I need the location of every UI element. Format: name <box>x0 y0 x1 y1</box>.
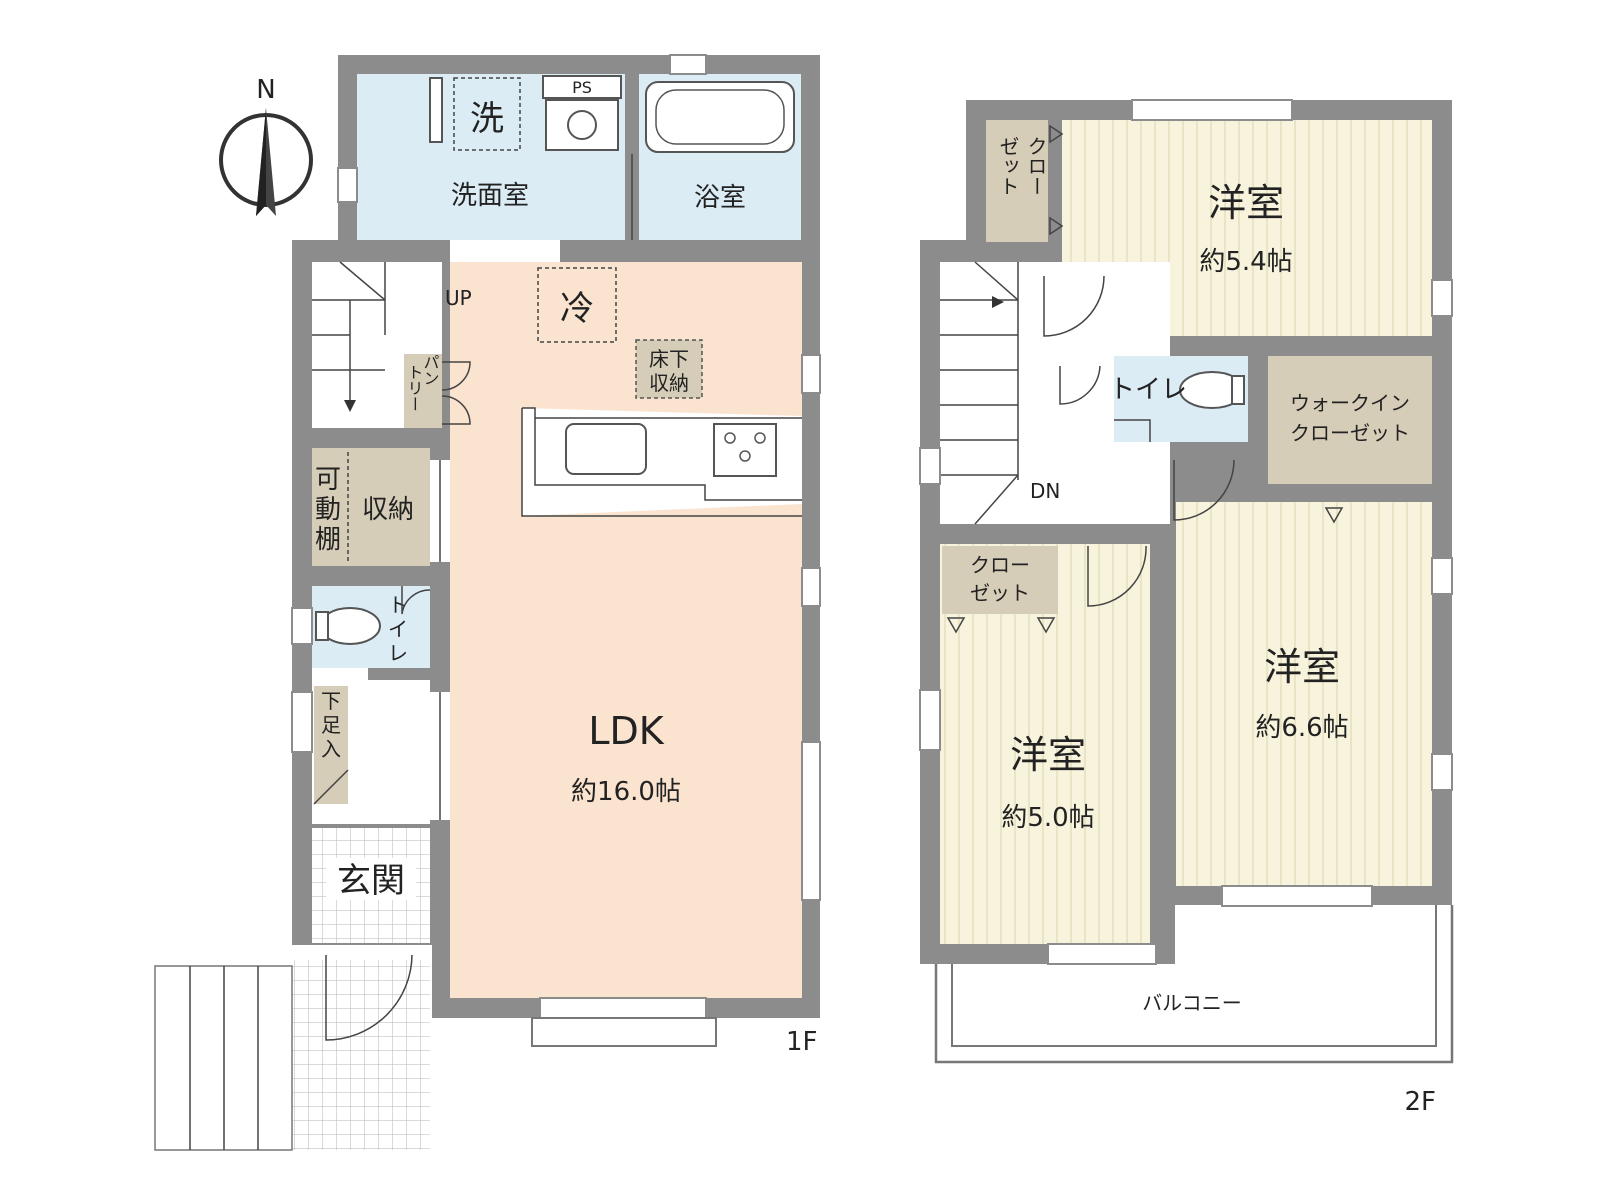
shoe-storage-label-3: 入 <box>321 737 341 761</box>
room-north-size-label: 約5.4帖 <box>1199 247 1292 277</box>
kitchen-counter <box>521 407 802 517</box>
washroom-label: 洗面室 <box>451 181 529 211</box>
pantry-floor <box>404 354 442 428</box>
washroom-shelf <box>429 77 443 143</box>
room-east-label: 洋室 <box>1264 645 1340 689</box>
underfloor-storage <box>635 339 703 399</box>
porch-floor <box>292 960 430 1150</box>
underfloor-storage-label-1: 床下 <box>649 347 689 371</box>
pantry-label-2: トリー <box>405 364 424 412</box>
bathtub <box>645 81 795 153</box>
window-1f-left-toilet <box>291 607 313 645</box>
window-1f-left-hall <box>291 691 313 753</box>
closet-vertical-label-2: ゼット <box>996 136 1020 196</box>
washer-label: 洗 <box>470 99 504 139</box>
window-2f-left-2 <box>919 689 941 751</box>
window-2f-left-1 <box>919 447 941 485</box>
window-1f-right-1 <box>801 354 821 394</box>
ldk-label: LDK <box>588 709 664 753</box>
pantry-label-1: パン <box>421 354 440 386</box>
storage-floor <box>312 448 430 566</box>
shoe-storage-label-1: 下 <box>321 689 341 713</box>
room-west-size-label: 約5.0帖 <box>1001 803 1094 833</box>
window-1f-bath-top <box>669 54 707 75</box>
adjustable-shelf-label-3: 棚 <box>315 525 341 555</box>
shoe-storage-label-2: 足 <box>321 713 341 737</box>
second-floor-cutout <box>1175 905 1452 965</box>
bay-step-1f <box>531 1017 717 1047</box>
compass: N <box>219 75 313 216</box>
stairs-down-label: DN <box>1030 479 1060 503</box>
floor-label-2f: 2F <box>1405 1087 1437 1117</box>
walk-in-closet-label-1: ウォークイン <box>1290 391 1410 415</box>
window-1f-bottom <box>539 997 707 1019</box>
cooktop <box>713 423 777 477</box>
toilet-1f-label-2: イ <box>388 617 408 641</box>
closet-label-1: クロー <box>970 553 1030 577</box>
closet-vertical-floor <box>986 120 1048 242</box>
closet-label-2: ゼット <box>970 581 1030 605</box>
adjustable-shelf-label-1: 可 <box>315 465 341 495</box>
walk-in-closet-floor <box>1268 356 1432 484</box>
window-2f-right-2 <box>1431 557 1453 595</box>
window-1f-wash-left <box>337 167 358 203</box>
closet-floor <box>942 546 1058 614</box>
front-door <box>325 954 413 1041</box>
fridge-space <box>537 267 617 343</box>
window-1f-right-2 <box>801 567 821 607</box>
entrance-label: 玄関 <box>337 861 405 901</box>
room-east-size-label: 約6.6帖 <box>1255 713 1348 743</box>
storage-label: 収納 <box>362 495 414 525</box>
room-west-label: 洋室 <box>1010 733 1086 777</box>
ldk-size-label: 約16.0帖 <box>571 777 681 807</box>
bathroom-label: 浴室 <box>694 183 746 213</box>
shoe-storage-floor <box>314 686 348 804</box>
second-floor: DN クロー ゼット 洋室 約5.4帖 トイレ ウォークイン クローゼット クロ… <box>919 99 1454 1117</box>
toilet-2f-label: トイレ <box>1109 375 1187 405</box>
window-2f-bottom-east <box>1221 885 1373 907</box>
stairs-up-label: UP <box>445 286 472 310</box>
stairs-1f: UP <box>312 261 472 412</box>
underfloor-storage-label-2: 収納 <box>649 371 689 395</box>
window-1f-right-3 <box>801 741 821 901</box>
ps-box <box>542 75 622 99</box>
window-2f-right-1 <box>1431 279 1453 317</box>
ps-label: PS <box>572 78 592 97</box>
room-north-label: 洋室 <box>1208 181 1284 225</box>
window-2f-top <box>1131 99 1293 121</box>
compass-north-label: N <box>256 75 275 105</box>
adjustable-shelf-label-2: 動 <box>315 495 341 525</box>
kitchen-sink <box>565 423 647 475</box>
ldk-floor <box>450 262 802 998</box>
washer-space <box>453 77 521 151</box>
fridge-label: 冷 <box>560 289 594 329</box>
window-2f-right-3 <box>1431 753 1453 791</box>
balcony-label: バルコニー <box>1142 991 1242 1015</box>
first-floor: UP 洗 PS 洗面室 浴室 冷 床下 収納 パン トリー <box>154 54 821 1151</box>
toilet-1f-label-3: レ <box>388 641 408 665</box>
vanity-sink <box>545 99 619 151</box>
room-east-floor <box>1176 502 1432 886</box>
walk-in-closet-label-2: クローゼット <box>1290 421 1410 445</box>
balcony: バルコニー <box>934 905 1454 1064</box>
closet-vertical-label-1: クロー <box>1024 136 1048 196</box>
porch-steps <box>154 965 293 1151</box>
floor-label-1f: 1F <box>786 1027 818 1057</box>
stairs-2f: DN <box>940 261 1060 525</box>
window-2f-bottom-west <box>1047 943 1157 965</box>
